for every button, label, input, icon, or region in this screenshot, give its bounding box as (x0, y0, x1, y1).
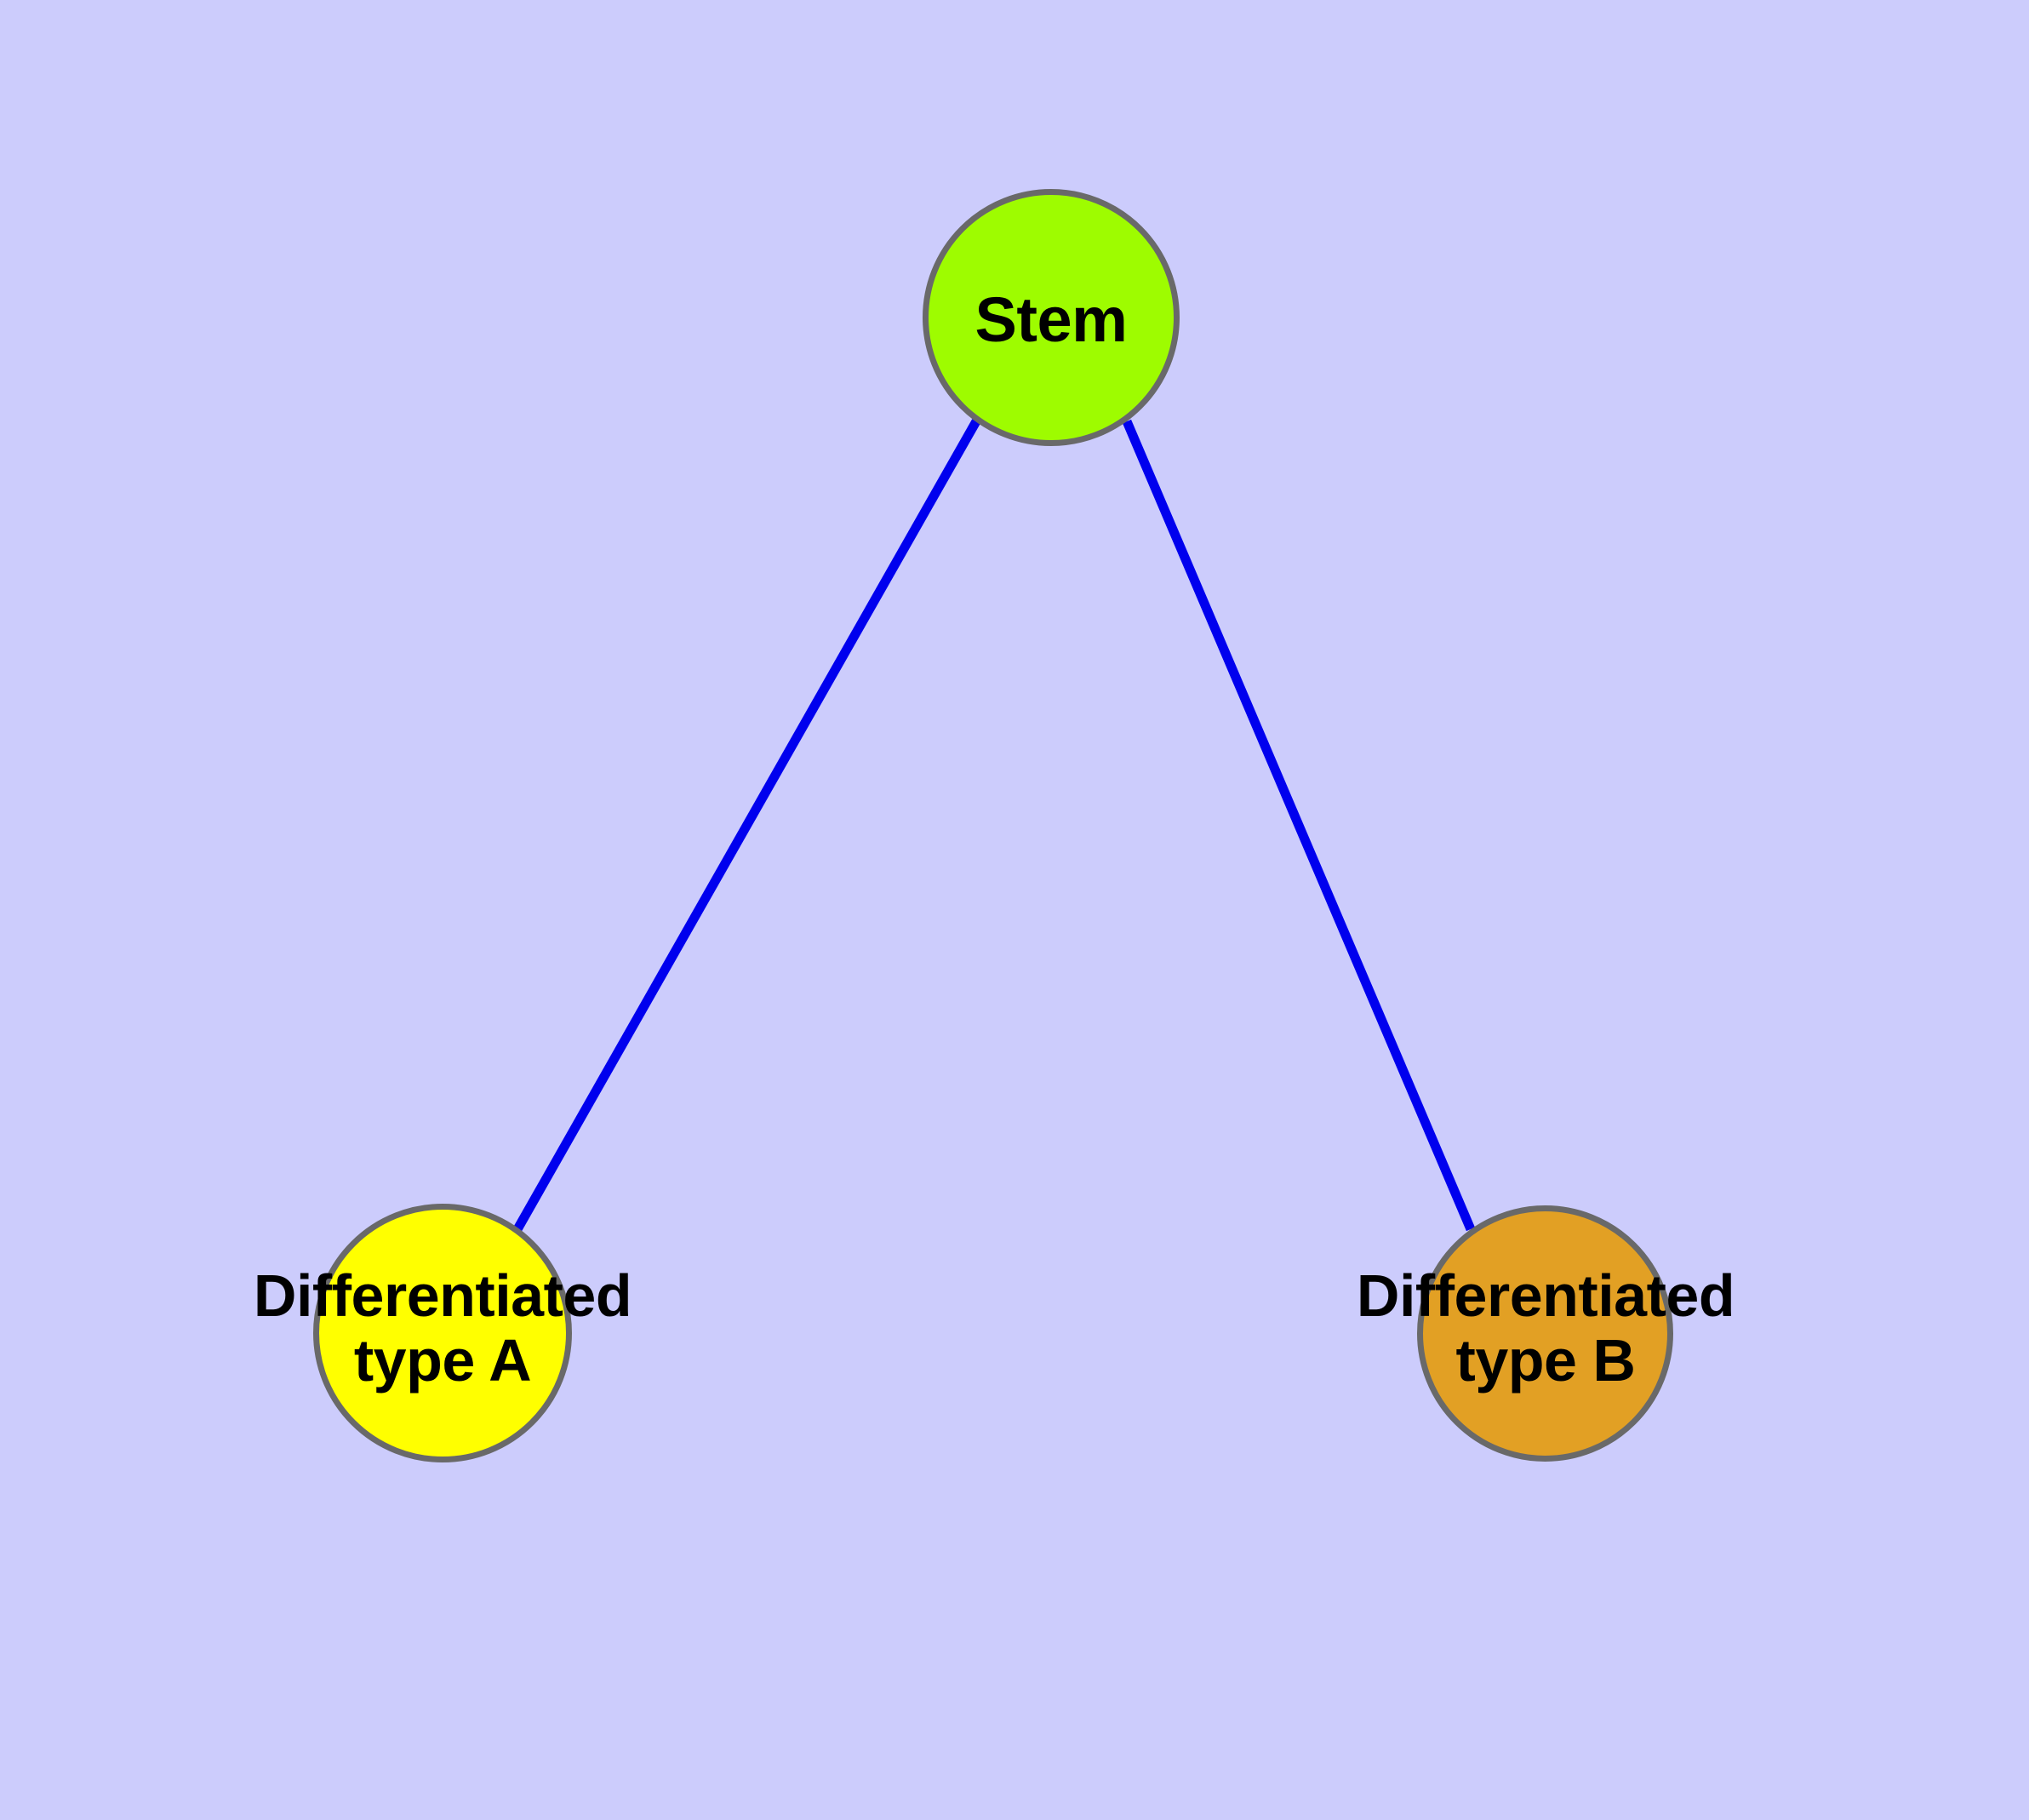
node-differentiated-type-a[interactable] (313, 1204, 572, 1462)
node-differentiated-type-b[interactable] (1417, 1205, 1673, 1462)
edge-stem-to-differentiated-type-b[interactable] (1122, 419, 1476, 1232)
edge-stem-to-differentiated-type-a[interactable] (513, 419, 980, 1232)
node-stem[interactable] (923, 189, 1180, 446)
